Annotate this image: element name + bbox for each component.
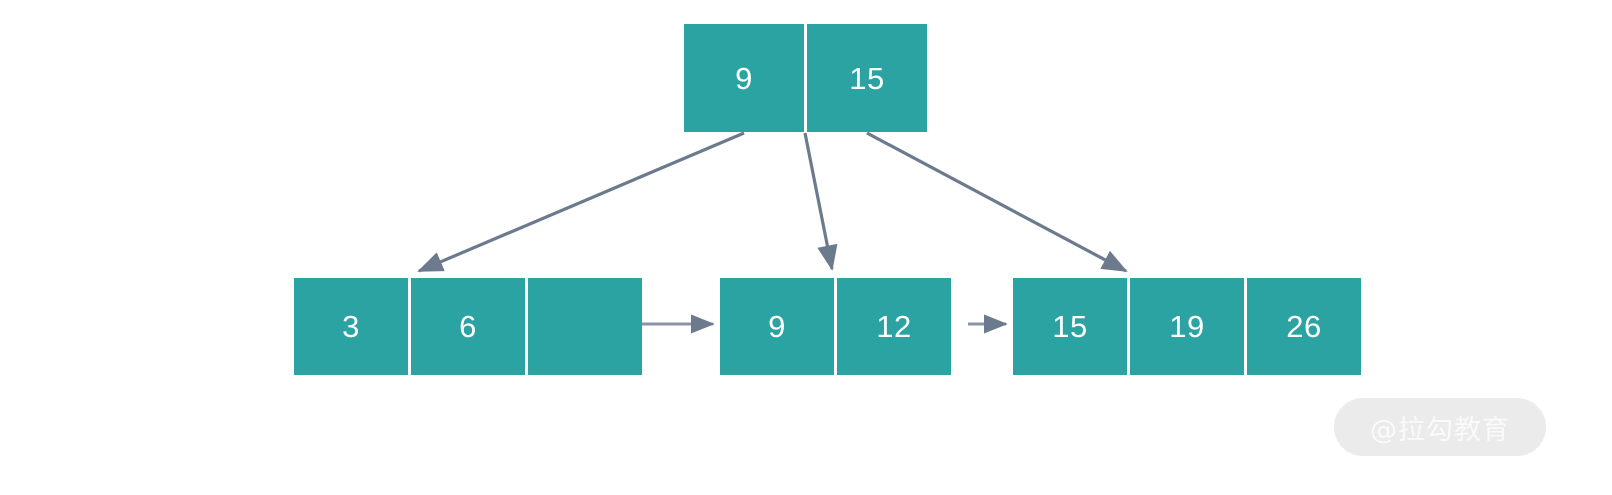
leaf-1-cell-2-empty[interactable] [528,278,642,375]
root-cell-1[interactable]: 15 [807,24,927,132]
root-cell-0[interactable]: 9 [684,24,804,132]
leaf-3-cell-0[interactable]: 15 [1013,278,1127,375]
leaf-2-cell-0[interactable]: 9 [720,278,834,375]
edge-root-to-leaf-1 [417,131,745,273]
edge-root-to-leaf-2 [803,132,838,271]
leaf-node-2[interactable]: 9 12 [720,278,951,375]
watermark-text: @拉勾教育 [1370,414,1510,446]
watermark-badge: @拉勾教育 [1334,398,1546,456]
leaf-2-cell-1[interactable]: 12 [837,278,951,375]
root-node[interactable]: 9 15 [684,24,927,132]
leaf-1-cell-0[interactable]: 3 [294,278,408,375]
edge-root-to-leaf-3 [866,131,1128,273]
leaf-1-cell-1[interactable]: 6 [411,278,525,375]
leaf-3-cell-1[interactable]: 19 [1130,278,1244,375]
leaf-3-cell-2[interactable]: 26 [1247,278,1361,375]
leaf-node-3[interactable]: 15 19 26 [1013,278,1361,375]
leaf-node-1[interactable]: 3 6 [294,278,642,375]
